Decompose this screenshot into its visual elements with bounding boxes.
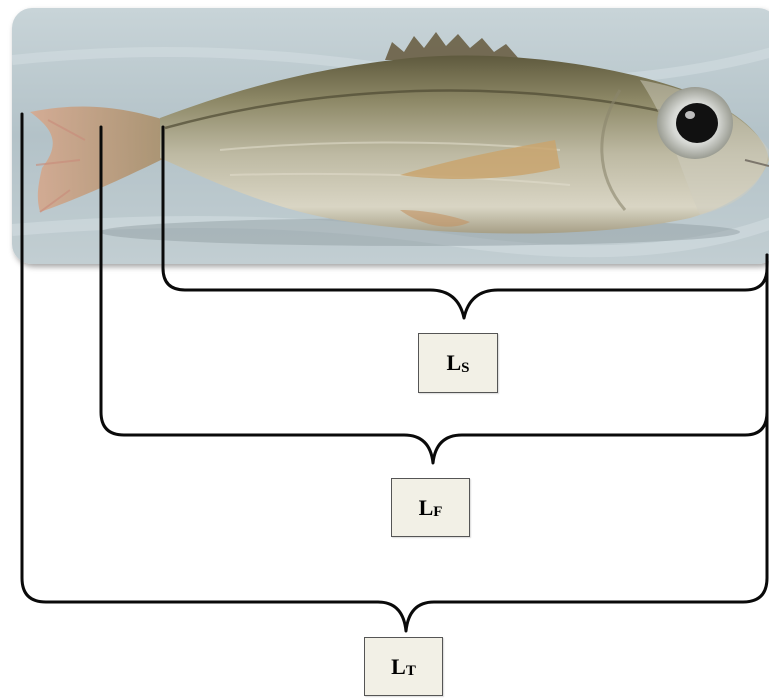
fork-length-subscript: F <box>433 505 442 520</box>
standard-length-subscript: S <box>461 361 469 376</box>
total-length-symbol: L <box>391 656 406 678</box>
standard-length-symbol: L <box>446 352 461 374</box>
fish-photo <box>12 8 769 264</box>
fish-eye <box>657 87 733 159</box>
fork-length-symbol: L <box>419 497 434 519</box>
total-length-subscript: T <box>406 664 416 679</box>
